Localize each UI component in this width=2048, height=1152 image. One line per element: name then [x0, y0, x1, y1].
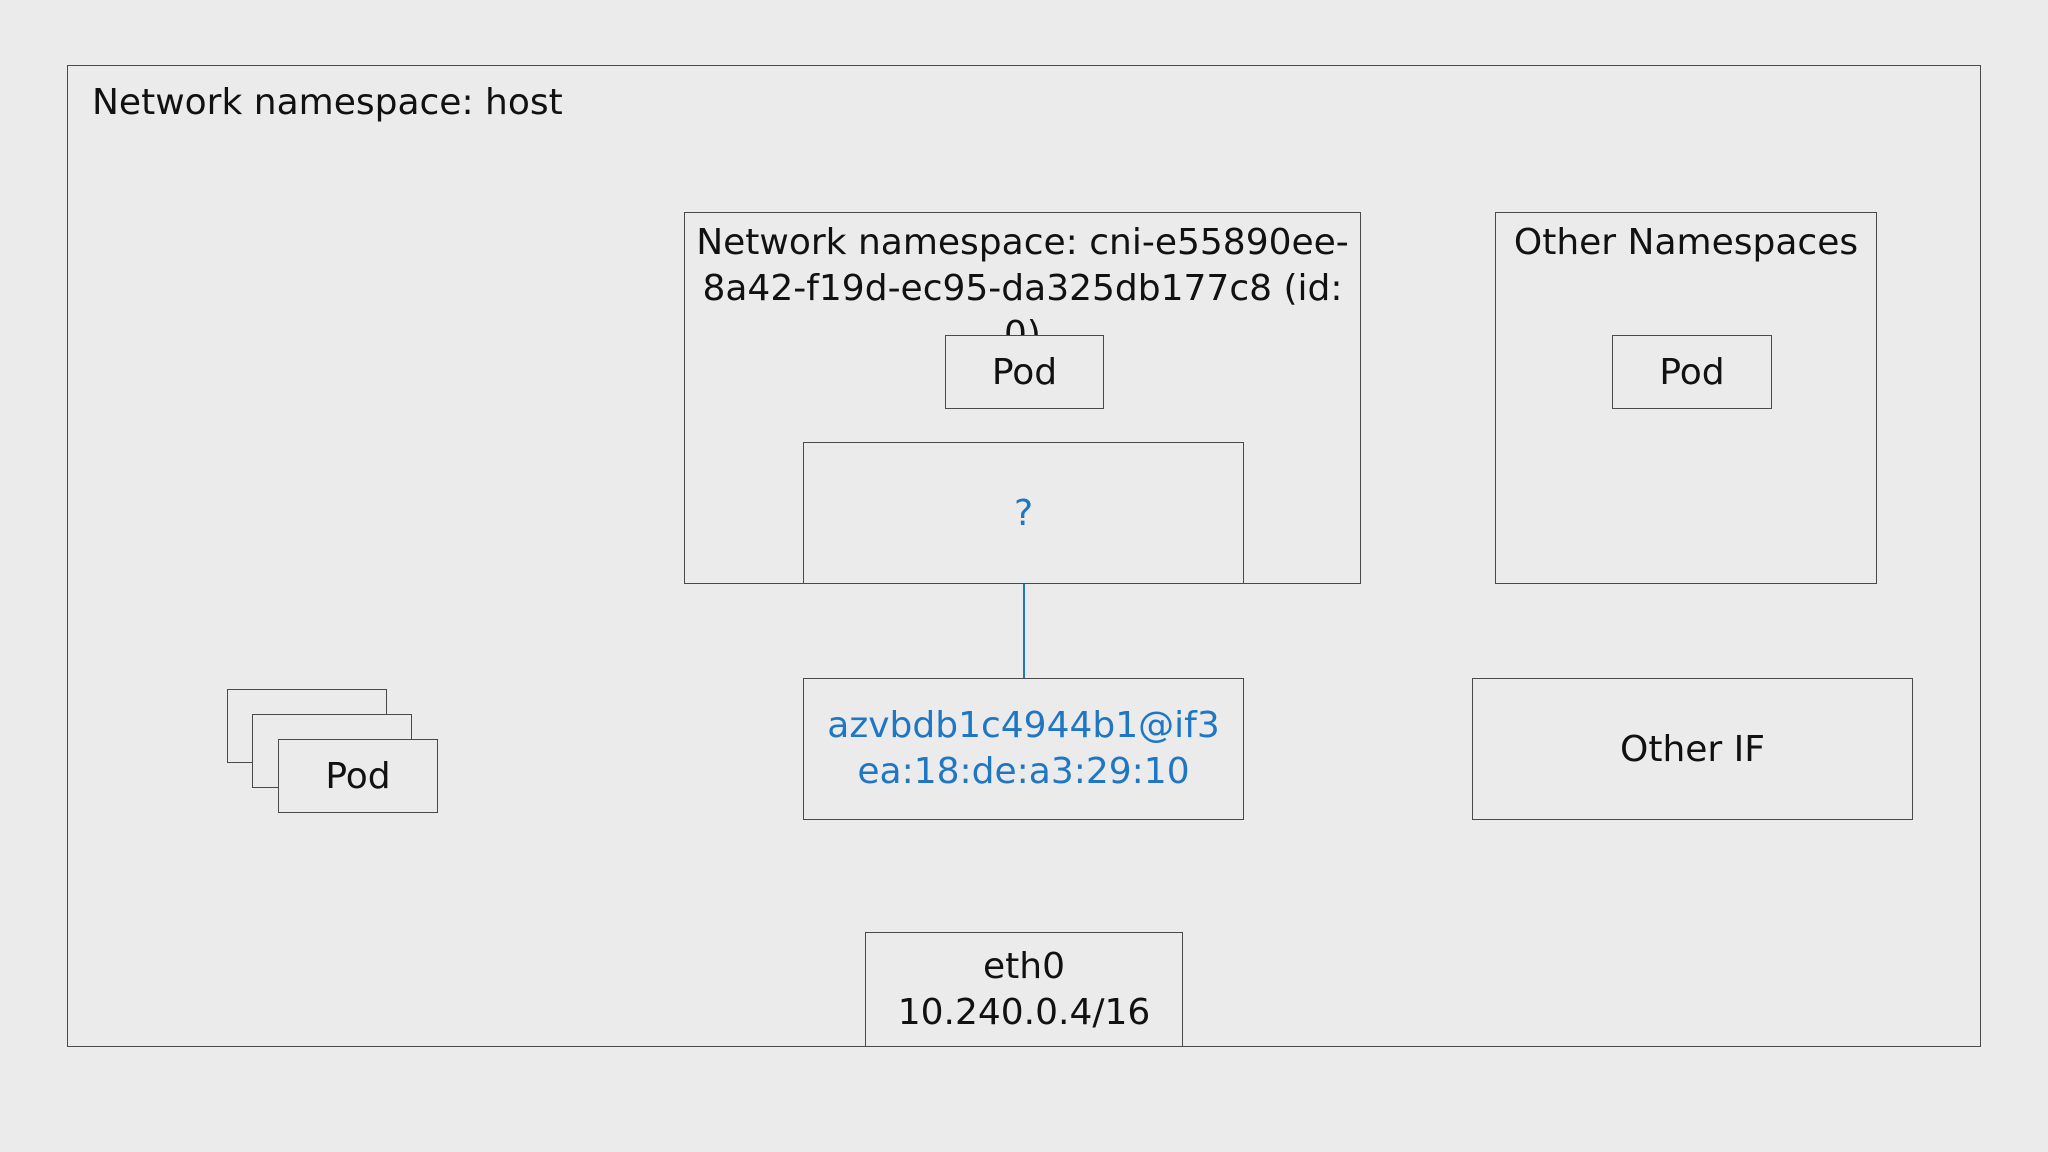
veth-interface-box: azvbdb1c4944b1@if3 ea:18:de:a3:29:10	[803, 678, 1244, 820]
eth0-interface-box: eth0 10.240.0.4/16	[865, 932, 1183, 1047]
cni-pod-label: Pod	[991, 351, 1058, 393]
cni-pod-box: Pod	[945, 335, 1104, 409]
other-namespaces-pod-label: Pod	[1659, 351, 1725, 393]
eth0-name: eth0	[983, 945, 1065, 987]
other-namespaces-title: Other Namespaces	[1513, 222, 1859, 263]
eth0-address: 10.240.0.4/16	[897, 991, 1151, 1033]
unknown-interface-box: ?	[803, 442, 1244, 584]
veth-interface-name: azvbdb1c4944b1@if3	[827, 705, 1220, 746]
unknown-interface-label: ?	[1013, 492, 1034, 534]
host-pod-label: Pod	[325, 755, 391, 797]
host-namespace-title: Network namespace: host	[92, 82, 563, 123]
veth-connector-line	[1023, 584, 1025, 678]
other-interface-label: Other IF	[1620, 728, 1765, 770]
other-interface-box: Other IF	[1472, 678, 1913, 820]
host-pod-stack-front: Pod	[278, 739, 438, 813]
veth-interface-mac: ea:18:de:a3:29:10	[857, 751, 1190, 792]
other-namespaces-pod-box: Pod	[1612, 335, 1772, 409]
